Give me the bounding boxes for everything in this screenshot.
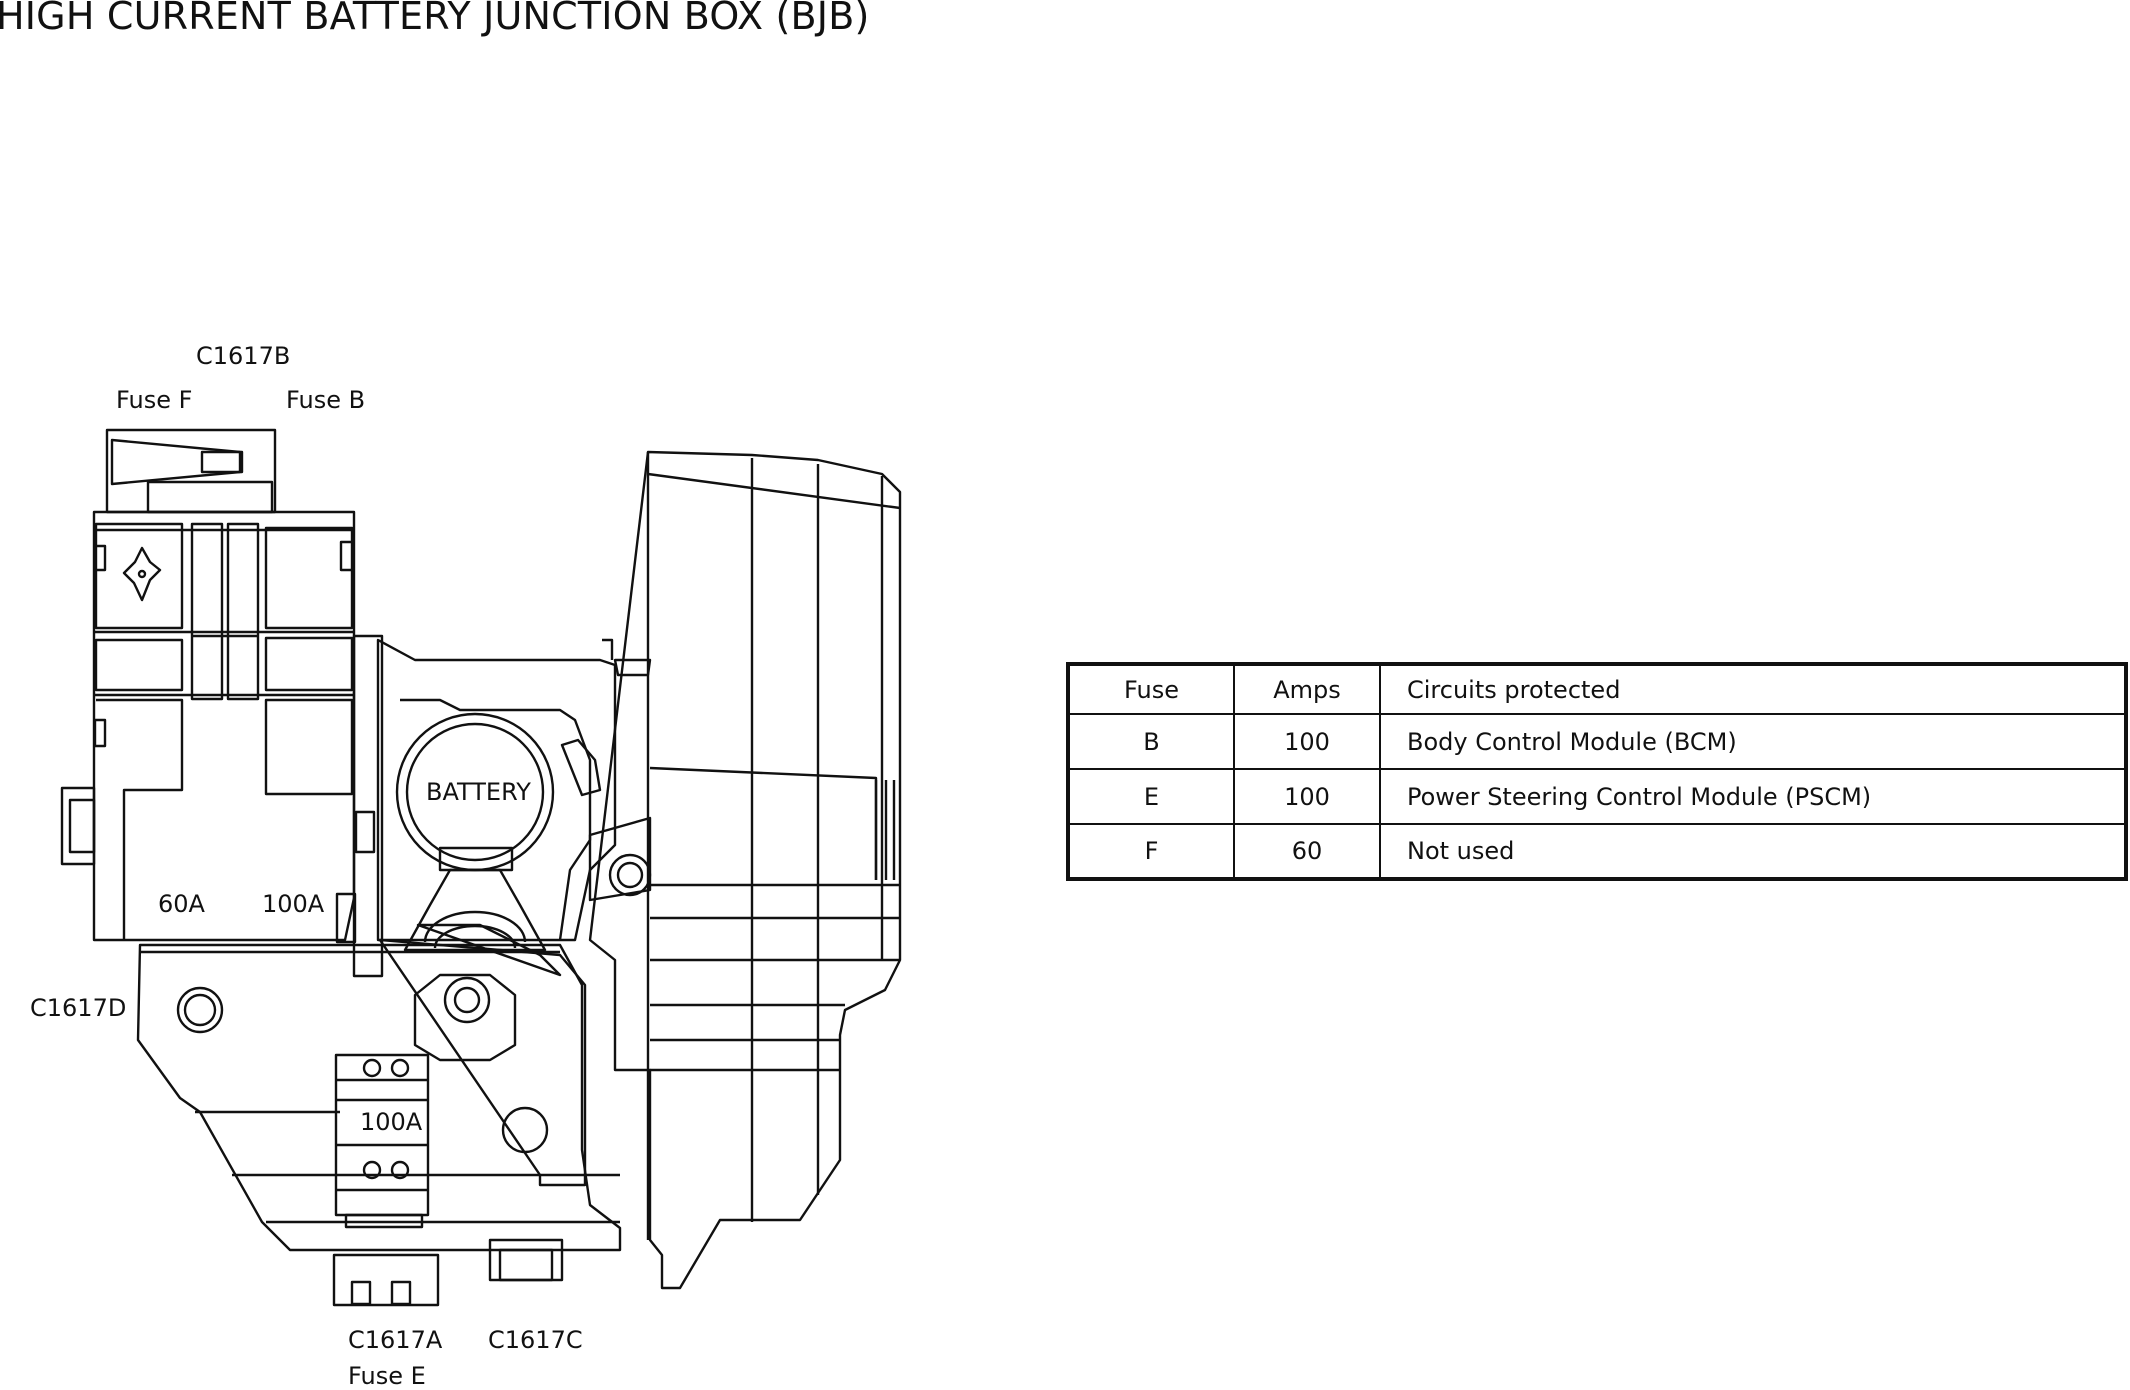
- fuse-b-label: Fuse B: [286, 386, 365, 414]
- page-title: HIGH CURRENT BATTERY JUNCTION BOX (BJB): [0, 0, 870, 38]
- fuse-f-label: Fuse F: [116, 386, 192, 414]
- cell-circuit: Power Steering Control Module (PSCM): [1379, 768, 2127, 825]
- battery-label: BATTERY: [426, 778, 531, 806]
- 100a-top-label: 100A: [262, 890, 325, 918]
- cell-fuse: E: [1067, 768, 1235, 825]
- 60a-label: 60A: [158, 890, 206, 918]
- c1617b-label: C1617B: [196, 342, 290, 370]
- lower-bracket: [136, 943, 622, 1252]
- header-circuits: Circuits protected: [1379, 663, 2127, 715]
- cell-amps: 60: [1233, 823, 1381, 880]
- cell-amps: 100: [1233, 768, 1381, 825]
- fuse-e-label: Fuse E: [348, 1362, 426, 1390]
- table-header-row: Fuse Amps Circuits protected: [1067, 663, 2127, 715]
- fuse-table: Fuse Amps Circuits protected B 100 Body …: [1066, 662, 2128, 881]
- cell-circuit: Not used: [1379, 823, 2127, 880]
- cell-fuse: B: [1067, 713, 1235, 770]
- header-amps: Amps: [1233, 663, 1381, 715]
- cell-circuit: Body Control Module (BCM): [1379, 713, 2127, 770]
- cell-amps: 100: [1233, 713, 1381, 770]
- table-row: F 60 Not used: [1067, 823, 2127, 880]
- cell-fuse: F: [1067, 823, 1235, 880]
- fuse-e-module: [332, 1053, 440, 1307]
- header-fuse: Fuse: [1067, 663, 1235, 715]
- c1617c-label: C1617C: [488, 1326, 583, 1354]
- left-fuse-box: [60, 510, 384, 978]
- battery-post-assembly: [376, 638, 617, 952]
- table-row: E 100 Power Steering Control Module (PSC…: [1067, 768, 2127, 825]
- table-row: B 100 Body Control Module (BCM): [1067, 713, 2127, 770]
- right-housing: [588, 450, 902, 1290]
- 100a-fuse-e-label: 100A: [360, 1108, 423, 1136]
- c1617d-label: C1617D: [30, 994, 126, 1022]
- c1617b-connector: [105, 428, 277, 514]
- center-plate: [378, 923, 587, 1187]
- c1617a-label: C1617A: [348, 1326, 443, 1354]
- c1617c-connector: [488, 1238, 564, 1282]
